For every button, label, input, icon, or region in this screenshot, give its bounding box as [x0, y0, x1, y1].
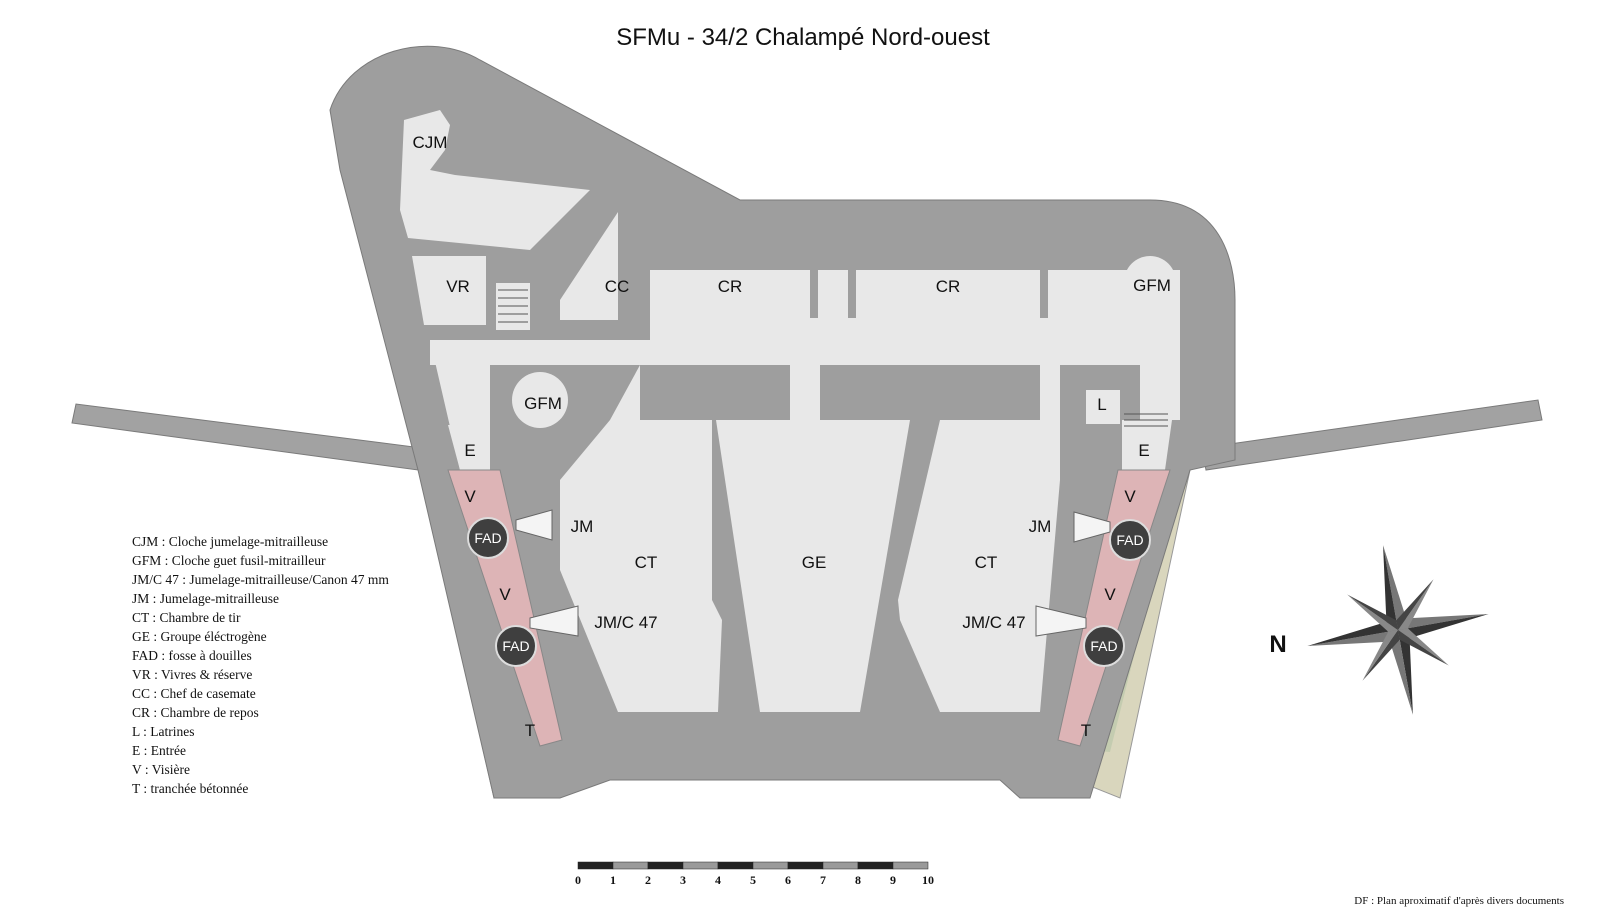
label-jm-right: JM — [1029, 517, 1052, 536]
scale-tick-label: 7 — [820, 873, 826, 887]
legend-item: JM : Jumelage-mitrailleuse — [132, 591, 279, 606]
label-e-right: E — [1138, 441, 1149, 460]
label-vr: VR — [446, 277, 470, 296]
legend-item: FAD : fosse à douilles — [132, 648, 252, 663]
legend-item: VR : Vivres & réserve — [132, 667, 253, 682]
wing-wall-left — [71, 403, 423, 471]
scale-segment — [577, 861, 614, 870]
legend-item: GE : Groupe éléctrogène — [132, 629, 267, 644]
gfm-left-bell — [512, 372, 568, 428]
legend-item: CT : Chambre de tir — [132, 610, 241, 625]
label-ct-left: CT — [635, 553, 658, 572]
latrines — [1086, 390, 1120, 424]
scale-tick-label: 1 — [610, 873, 616, 887]
wing-wall-right — [1201, 399, 1543, 471]
cr-divider-2 — [848, 270, 856, 318]
credit-note: DF : Plan aproximatif d'après divers doc… — [1354, 895, 1564, 907]
label-v-left-bottom: V — [499, 585, 511, 604]
gfm-right-bell — [1124, 256, 1176, 308]
scale-segment — [857, 861, 894, 870]
label-l: L — [1097, 395, 1106, 414]
scale-tick-label: 8 — [855, 873, 861, 887]
ge-room — [716, 365, 910, 712]
label-fad-left-bottom: FAD — [502, 638, 529, 654]
fad-left-top-pit — [467, 517, 509, 559]
embrasure-jmc47-right — [1035, 605, 1087, 637]
legend-item: L : Latrines — [132, 724, 195, 739]
scale-segment — [787, 861, 824, 870]
ct-right-room — [898, 365, 1060, 712]
legend-item: CJM : Cloche jumelage-mitrailleuse — [132, 534, 329, 549]
scale-tick-label: 4 — [715, 873, 721, 887]
embrasure-jm-right — [1073, 511, 1111, 543]
cc-room — [560, 212, 618, 320]
scale-tick-label: 9 — [890, 873, 896, 887]
label-ge: GE — [802, 553, 827, 572]
label-v-right-top: V — [1124, 487, 1136, 506]
compass-rose-icon — [1307, 545, 1489, 715]
scale-tick-label: 5 — [750, 873, 756, 887]
label-jmc47-left: JM/C 47 — [594, 613, 657, 632]
corridor-main — [430, 340, 1180, 420]
plan-title: SFMu - 34/2 Chalampé Nord-ouest — [616, 24, 990, 51]
scale-tick-label: 3 — [680, 873, 686, 887]
label-cr-1: CR — [718, 277, 743, 296]
scale-segment — [647, 861, 684, 870]
stairs-right — [1124, 413, 1168, 427]
label-t-right: T — [1081, 721, 1091, 740]
legend-item: GFM : Cloche guet fusil-mitrailleur — [132, 553, 326, 568]
scale-segment — [717, 861, 754, 870]
label-fad-right-top: FAD — [1116, 532, 1143, 548]
scale-tick-label: 0 — [575, 873, 581, 887]
entrance-right-area — [1122, 420, 1172, 470]
entrance-left-area — [448, 425, 490, 470]
label-cc: CC — [605, 277, 630, 296]
legend-item: CC : Chef de casemate — [132, 686, 256, 701]
scale-segment — [682, 861, 719, 870]
embrasure-jmc47-left — [529, 605, 579, 637]
scale-segment — [612, 861, 649, 870]
label-gfm-left: GFM — [524, 394, 562, 413]
legend-item: JM/C 47 : Jumelage-mitrailleuse/Canon 47… — [132, 572, 389, 587]
label-cr-2: CR — [936, 277, 961, 296]
scale-segment — [822, 861, 859, 870]
scale-tick-label: 10 — [922, 873, 934, 887]
label-v-right-bottom: V — [1104, 585, 1116, 604]
legend-item: CR : Chambre de repos — [132, 705, 259, 720]
scale-tick-label: 6 — [785, 873, 791, 887]
cjm-room — [400, 110, 590, 250]
fad-right-bottom-pit — [1083, 625, 1125, 667]
cr-divider-1 — [810, 270, 818, 318]
stairs-left — [498, 289, 528, 323]
vr-room — [412, 256, 486, 325]
label-e-left: E — [464, 441, 475, 460]
legend-item: T : tranchée bétonnée — [132, 781, 249, 796]
label-t-left: T — [525, 721, 535, 740]
label-jm-left: JM — [571, 517, 594, 536]
scale-segment — [892, 861, 929, 870]
embrasure-jm-left — [515, 509, 553, 541]
compass-north-label: N — [1269, 631, 1286, 658]
label-cjm: CJM — [413, 133, 448, 152]
cr-divider-3 — [1040, 270, 1048, 318]
fad-right-top-pit — [1109, 519, 1151, 561]
label-ct-right: CT — [975, 553, 998, 572]
label-fad-left-top: FAD — [474, 530, 501, 546]
label-fad-right-bottom: FAD — [1090, 638, 1117, 654]
fad-left-bottom-pit — [495, 625, 537, 667]
ct-left-room — [560, 365, 722, 712]
legend-item: E : Entrée — [132, 743, 186, 758]
scale-bar: 0 1 2 3 4 5 6 7 8 9 10 — [575, 861, 934, 887]
label-jmc47-right: JM/C 47 — [962, 613, 1025, 632]
scale-tick-label: 2 — [645, 873, 651, 887]
label-v-left-top: V — [464, 487, 476, 506]
scale-segment — [752, 861, 789, 870]
label-gfm-right: GFM — [1133, 276, 1171, 295]
legend-item: V : Visière — [132, 762, 190, 777]
